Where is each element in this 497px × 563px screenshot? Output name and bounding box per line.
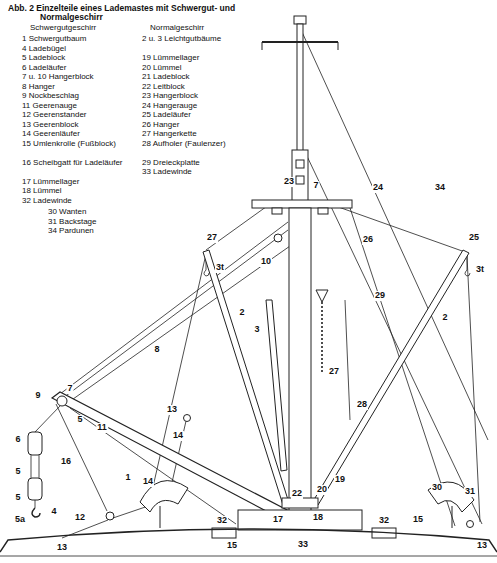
- legend-entry: 31 Backstage: [48, 218, 166, 227]
- callout-number: 27: [206, 233, 218, 243]
- legend-entry: 19 Lümmellager: [142, 54, 260, 63]
- legend-entry: 14 Geerenläufer: [22, 130, 140, 139]
- callout-number: 7: [312, 181, 319, 191]
- legend-entry: 23 Hangerblock: [142, 92, 260, 101]
- callout-number: 12: [74, 513, 86, 523]
- legend-entry: 33 Ladewinde: [142, 168, 260, 177]
- legend-entry: 32 Ladewinde: [22, 197, 140, 206]
- callout-number: 26: [362, 235, 374, 245]
- legend-entry: 15 Umlenkrolle (Fußblock): [22, 140, 140, 149]
- callout-number: 3t: [215, 263, 225, 273]
- legend-entry: 29 Dreieckplatte: [142, 159, 260, 168]
- callout-number: 23: [283, 177, 295, 187]
- callout-number: 32: [216, 516, 228, 526]
- callout-number: 20: [316, 485, 328, 495]
- figure-title: Abb. 2 Einzelteile eines Lademastes mit …: [8, 4, 238, 23]
- callout-number: 15: [226, 541, 238, 551]
- legend-entry: 20 Lümmel: [142, 64, 260, 73]
- callout-number: 11: [96, 423, 108, 433]
- callout-number: 27: [328, 367, 340, 377]
- legend-entry: 28 Aufholer (Faulenzer): [142, 140, 260, 149]
- legend-entry: 9 Nockbeschlag: [22, 92, 140, 101]
- callout-number: 16: [60, 457, 72, 467]
- legend-entry: 34 Pardunen: [48, 227, 166, 236]
- callout-number: 15: [412, 515, 424, 525]
- legend-entry: 26 Hanger: [142, 121, 260, 130]
- callout-number: 9: [34, 391, 41, 401]
- callout-number: 4: [50, 507, 57, 517]
- legend-entry: 27 Hangerkette: [142, 130, 260, 139]
- callout-number: 3t: [475, 265, 485, 275]
- callout-number: 5a: [14, 515, 26, 525]
- callout-number: 2: [238, 308, 245, 318]
- legend-entry: 12 Geerenstander: [22, 111, 140, 120]
- callout-number: 6: [14, 435, 21, 445]
- legend-heading: Normalgeschirr: [150, 24, 204, 33]
- callout-number: 5: [14, 493, 21, 503]
- legend-entry: 1 Schwergutbaum: [22, 35, 140, 44]
- callout-number: 13: [56, 543, 68, 553]
- callout-number: 5: [76, 415, 83, 425]
- callout-number: 14: [172, 431, 184, 441]
- legend-entry: 2 u. 3 Leichtgutbäume: [142, 35, 260, 44]
- legend-entry: 30 Wanten: [48, 208, 166, 217]
- callout-number: 32: [378, 516, 390, 526]
- callout-number: 33: [297, 540, 309, 550]
- callout-number: 17: [272, 515, 284, 525]
- legend-entry: 4 Ladebügel: [22, 45, 140, 54]
- callout-number: 31: [464, 487, 476, 497]
- callout-number: 7: [66, 384, 73, 394]
- callout-number: 1: [124, 473, 131, 483]
- callout-number: 2: [441, 313, 448, 323]
- legend-entry: 18 Lümmel: [22, 187, 140, 196]
- legend-entry: 7 u. 10 Hangerblock: [22, 73, 140, 82]
- callout-number: 8: [153, 345, 160, 355]
- callout-number: 29: [374, 291, 386, 301]
- callout-number: 24: [372, 183, 384, 193]
- legend-entry: 13 Geerenblock: [22, 121, 140, 130]
- callout-number: 14: [142, 477, 154, 487]
- legend-entry: 24 Hangerauge: [142, 102, 260, 111]
- callout-number: 10: [260, 257, 272, 267]
- callout-number: 13: [476, 541, 488, 551]
- callout-number: 28: [356, 400, 368, 410]
- callout-number: 13: [166, 405, 178, 415]
- callout-number: 19: [334, 475, 346, 485]
- legend-entry: 6 Ladeläufer: [22, 64, 140, 73]
- callout-number: 30: [431, 483, 443, 493]
- callout-number: 34: [434, 183, 446, 193]
- legend-heading: Schwergutgeschirr: [30, 24, 96, 33]
- legend-entry: 16 Scheibgatt für Ladeläufer: [22, 159, 140, 168]
- legend-entry: 5 Ladeblock: [22, 54, 140, 63]
- callout-number: 5: [14, 467, 21, 477]
- legend-entry: 17 Lümmellager: [22, 178, 140, 187]
- legend-entry: 21 Ladeblock: [142, 73, 260, 82]
- legend-entry: 11 Geerenauge: [22, 102, 140, 111]
- callout-number: 18: [312, 513, 324, 523]
- legend-entry: 25 Ladeläufer: [142, 111, 260, 120]
- callout-number: 25: [468, 233, 480, 243]
- callout-number: 22: [291, 489, 303, 499]
- legend-entry: 8 Hanger: [22, 83, 140, 92]
- legend-entry: 22 Leitblock: [142, 83, 260, 92]
- callout-number: 3: [253, 325, 260, 335]
